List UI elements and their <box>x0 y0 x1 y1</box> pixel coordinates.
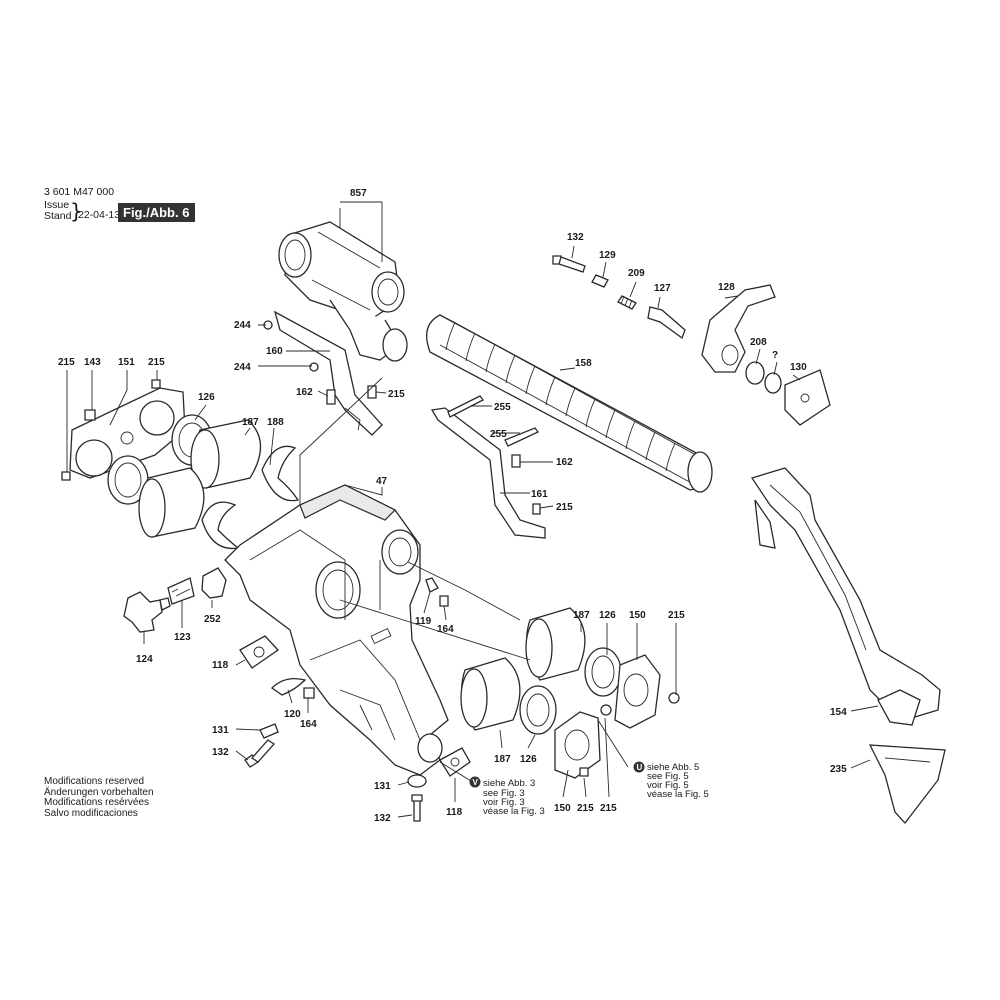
cover-235 <box>868 744 946 825</box>
label-188: 188 <box>267 417 284 428</box>
label-47: 47 <box>376 476 388 487</box>
label-164-left: 164 <box>300 719 317 730</box>
reference-u-de: siehe Abb. 5 <box>647 762 699 773</box>
label-126-lower: 126 <box>520 754 537 765</box>
label-154: 154 <box>830 707 847 718</box>
label-255-lower: 255 <box>490 429 507 440</box>
label-158: 158 <box>575 358 592 369</box>
washers-left <box>239 635 315 768</box>
bearing-group-upper <box>107 414 300 550</box>
mod-note-en: Modifications reserved <box>44 776 145 787</box>
label-209: 209 <box>628 268 645 279</box>
label-252: 252 <box>204 614 221 625</box>
label-187-lower: 187 <box>494 754 511 765</box>
label-160: 160 <box>266 346 283 357</box>
issue-date: 22-04-13 <box>78 209 121 221</box>
label-162-left: 162 <box>296 387 313 398</box>
reference-v-en: see Fig. 3 <box>483 788 525 799</box>
label-244-top: 244 <box>234 320 251 331</box>
label-244-mid: 244 <box>234 362 251 373</box>
label-215-bottom-a: 215 <box>577 803 594 814</box>
label-119: 119 <box>415 616 432 627</box>
mod-note-fr: Modifications resérvées <box>44 797 150 808</box>
document-number: 3 601 M47 000 <box>44 186 115 198</box>
label-132-left: 132 <box>212 747 229 758</box>
label-129: 129 <box>599 250 616 261</box>
chute-154 <box>750 467 941 726</box>
label-187-right: 187 <box>573 610 590 621</box>
label-131-bottom: 131 <box>374 781 391 792</box>
brace-glyph: } <box>70 199 83 223</box>
label-215-bottom-b: 215 <box>600 803 617 814</box>
reference-v-fr: voir Fig. 3 <box>483 797 525 808</box>
label-132-top: 132 <box>567 232 584 243</box>
label-255-upper: 255 <box>494 402 511 413</box>
label-120: 120 <box>284 709 301 720</box>
label-131-left: 131 <box>212 725 229 736</box>
part-labels: 857 132 129 209 127 128 208 ? 130 244 16… <box>58 188 847 824</box>
modifications-notice: Modifications reserved Änderungen vorbeh… <box>44 776 154 819</box>
reference-fig5: U siehe Abb. 5 see Fig. 5 voir Fig. 5 vé… <box>633 761 709 800</box>
label-162-right: 162 <box>556 457 573 468</box>
label-128: 128 <box>718 282 735 293</box>
reference-badge-u-letter: U <box>637 763 643 772</box>
label-150-bottom: 150 <box>554 803 571 814</box>
label-215-left: 215 <box>58 357 75 368</box>
label-857: 857 <box>350 188 367 199</box>
mod-note-de: Änderungen vorbehalten <box>44 786 154 798</box>
label-126-upper: 126 <box>198 392 215 403</box>
reference-u-en: see Fig. 5 <box>647 771 689 782</box>
label-235: 235 <box>830 764 847 775</box>
reference-v-de: siehe Abb. 3 <box>483 778 535 789</box>
bracket-161 <box>430 395 546 539</box>
stand-label: Stand <box>44 210 72 222</box>
label-130: 130 <box>790 362 807 373</box>
reference-badge-v-letter: V <box>473 778 479 787</box>
label-123: 123 <box>174 632 191 643</box>
issue-label: Issue <box>44 199 70 211</box>
label-215-161: 215 <box>556 502 573 513</box>
label-164-right: 164 <box>437 624 454 635</box>
housing-47 <box>224 377 449 776</box>
lever-assembly <box>552 255 831 426</box>
reference-fig3: V siehe Abb. 3 see Fig. 3 voir Fig. 3 vé… <box>469 776 545 817</box>
leader-lines <box>66 245 879 818</box>
bearing-group-lower <box>339 561 680 779</box>
issue-block: Issue Stand <box>44 200 71 222</box>
label-215-plate: 215 <box>148 357 165 368</box>
label-143: 143 <box>84 357 101 368</box>
label-187-upper: 187 <box>242 417 259 428</box>
reference-badge-u <box>633 761 645 773</box>
label-150-right: 150 <box>629 610 646 621</box>
reference-u-fr: voir Fig. 5 <box>647 780 689 791</box>
reference-u-es: véase la Fig. 5 <box>647 789 709 800</box>
label-124: 124 <box>136 654 153 665</box>
label-215-bracket: 215 <box>388 389 405 400</box>
label-151: 151 <box>118 357 135 368</box>
bracket-160 <box>273 310 383 436</box>
label-118-left: 118 <box>212 660 229 671</box>
dust-port-857 <box>278 201 408 362</box>
knob-assembly <box>123 567 227 633</box>
label-question: ? <box>772 350 778 361</box>
bottom-fasteners <box>407 577 471 822</box>
label-127: 127 <box>654 283 671 294</box>
plate-151 <box>61 379 186 481</box>
mod-note-es: Salvo modificaciones <box>44 807 138 819</box>
label-126-right: 126 <box>599 610 616 621</box>
reference-badge-v <box>469 776 481 788</box>
label-215-right: 215 <box>668 610 685 621</box>
figure-title: Fig./Abb. 6 <box>118 203 196 222</box>
reference-v-es: véase la Fig. 3 <box>483 806 545 817</box>
label-208: 208 <box>750 337 767 348</box>
label-161: 161 <box>531 489 548 500</box>
label-118-bottom: 118 <box>446 807 463 818</box>
label-132-bottom: 132 <box>374 813 391 824</box>
hose-158 <box>426 314 713 493</box>
